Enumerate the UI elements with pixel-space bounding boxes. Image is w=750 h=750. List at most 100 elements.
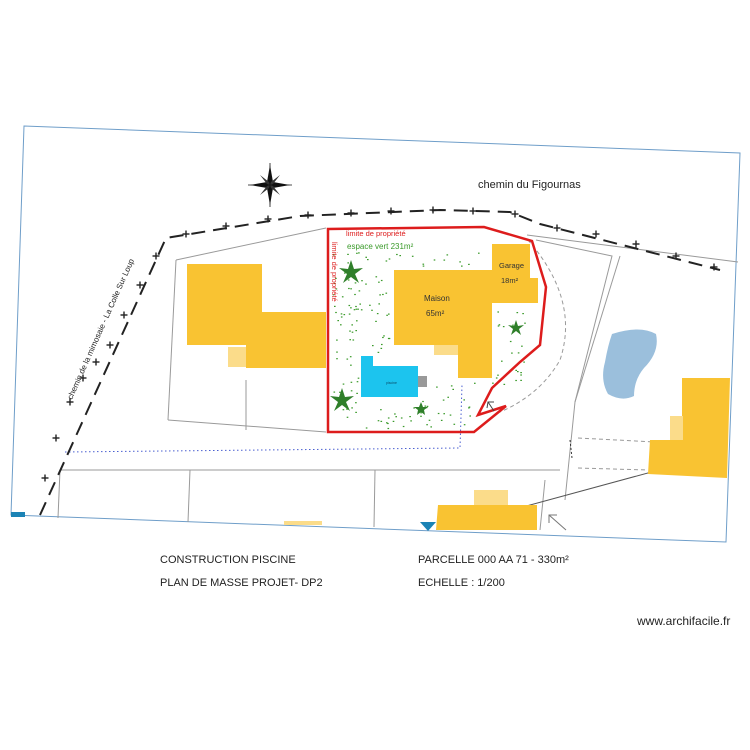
road-cross xyxy=(120,311,128,319)
green-dot xyxy=(350,390,353,392)
green-dot xyxy=(383,335,385,337)
road-cross xyxy=(222,222,230,230)
green-dot xyxy=(517,371,519,373)
green-dot xyxy=(355,308,358,310)
road-cross xyxy=(469,207,477,215)
property-limit xyxy=(326,225,548,434)
dashed-lines xyxy=(64,239,656,471)
green-dot xyxy=(443,413,445,415)
building-west xyxy=(187,264,326,368)
green-dot xyxy=(501,360,503,362)
green-dot xyxy=(350,288,352,290)
building-south-left xyxy=(284,521,322,525)
pond xyxy=(603,329,657,399)
green-dot xyxy=(336,339,338,341)
green-dot xyxy=(348,304,351,307)
marker-edge xyxy=(11,512,25,517)
green-dot xyxy=(459,261,461,263)
green-dot xyxy=(515,379,517,382)
green-dot xyxy=(377,420,380,422)
green-dot xyxy=(492,382,494,384)
green-dot xyxy=(523,361,525,363)
green-dot xyxy=(385,292,388,294)
tree-icon xyxy=(339,260,363,283)
property-limit-vertical-label: limite de propriété xyxy=(330,242,339,302)
green-dot xyxy=(385,260,388,262)
green-dot xyxy=(517,352,520,354)
arrow-icon xyxy=(548,514,567,531)
green-dot xyxy=(381,343,383,346)
road-crosses xyxy=(41,206,718,482)
green-dot xyxy=(430,426,432,428)
green-dot xyxy=(387,422,389,425)
green-dot xyxy=(342,409,345,411)
green-dot xyxy=(394,413,396,415)
road-cross xyxy=(41,474,49,482)
green-dot xyxy=(350,364,352,366)
green-dot xyxy=(357,308,359,310)
green-dot xyxy=(424,405,427,407)
street-north-label: chemin du Figournas xyxy=(478,179,581,191)
house xyxy=(394,270,492,378)
green-dot xyxy=(361,280,363,282)
trees xyxy=(330,260,524,415)
green-dot xyxy=(354,293,356,296)
green-dot xyxy=(352,339,355,341)
building-east xyxy=(648,378,730,478)
green-dot xyxy=(359,303,361,305)
green-dot xyxy=(341,296,344,298)
green-dot xyxy=(522,313,524,315)
green-dot xyxy=(502,326,505,328)
green-dot xyxy=(356,252,358,254)
green-dot xyxy=(355,411,357,413)
green-dot xyxy=(478,252,480,254)
green-dot xyxy=(332,294,335,296)
green-dot xyxy=(349,330,351,332)
green-dot xyxy=(340,316,343,318)
green-dot xyxy=(497,311,499,313)
pool xyxy=(361,356,418,397)
green-dot xyxy=(371,309,373,311)
green-dot xyxy=(512,324,514,326)
green-dot xyxy=(350,307,352,309)
road-cross xyxy=(52,434,60,442)
green-dot xyxy=(446,254,449,256)
green-dot xyxy=(358,252,360,254)
road-cross xyxy=(632,240,640,248)
green-dot xyxy=(337,320,339,322)
green-dot xyxy=(365,256,367,258)
road-axis xyxy=(39,208,721,516)
green-dot xyxy=(449,414,452,416)
green-dot xyxy=(351,324,353,326)
tree-icon xyxy=(508,320,524,335)
green-dot xyxy=(437,412,440,415)
green-dot xyxy=(355,402,357,404)
road-cross xyxy=(92,358,100,366)
green-dot xyxy=(355,305,357,308)
green-dot xyxy=(347,253,349,255)
green-dot xyxy=(468,406,471,408)
road-cross xyxy=(511,210,519,218)
green-dot xyxy=(388,313,390,315)
green-dot xyxy=(336,358,338,360)
green-dot xyxy=(333,282,336,285)
green-dot xyxy=(380,420,383,422)
green-dot xyxy=(399,255,401,257)
green-space-dots xyxy=(332,252,526,430)
green-dot xyxy=(339,391,341,393)
green-dot xyxy=(440,419,443,421)
green-dot xyxy=(346,358,349,360)
green-dot xyxy=(422,400,424,403)
tree-icon xyxy=(330,388,354,411)
green-dot xyxy=(515,369,517,371)
green-dot xyxy=(387,337,390,340)
green-dot xyxy=(461,265,463,267)
green-dot xyxy=(351,407,353,409)
road-cross xyxy=(152,252,160,260)
caption-scale: ECHELLE : 1/200 xyxy=(418,577,505,589)
green-dot xyxy=(351,331,354,333)
marker-triangle xyxy=(420,522,436,531)
arrow-icon xyxy=(486,401,495,412)
road-cross xyxy=(79,374,87,382)
